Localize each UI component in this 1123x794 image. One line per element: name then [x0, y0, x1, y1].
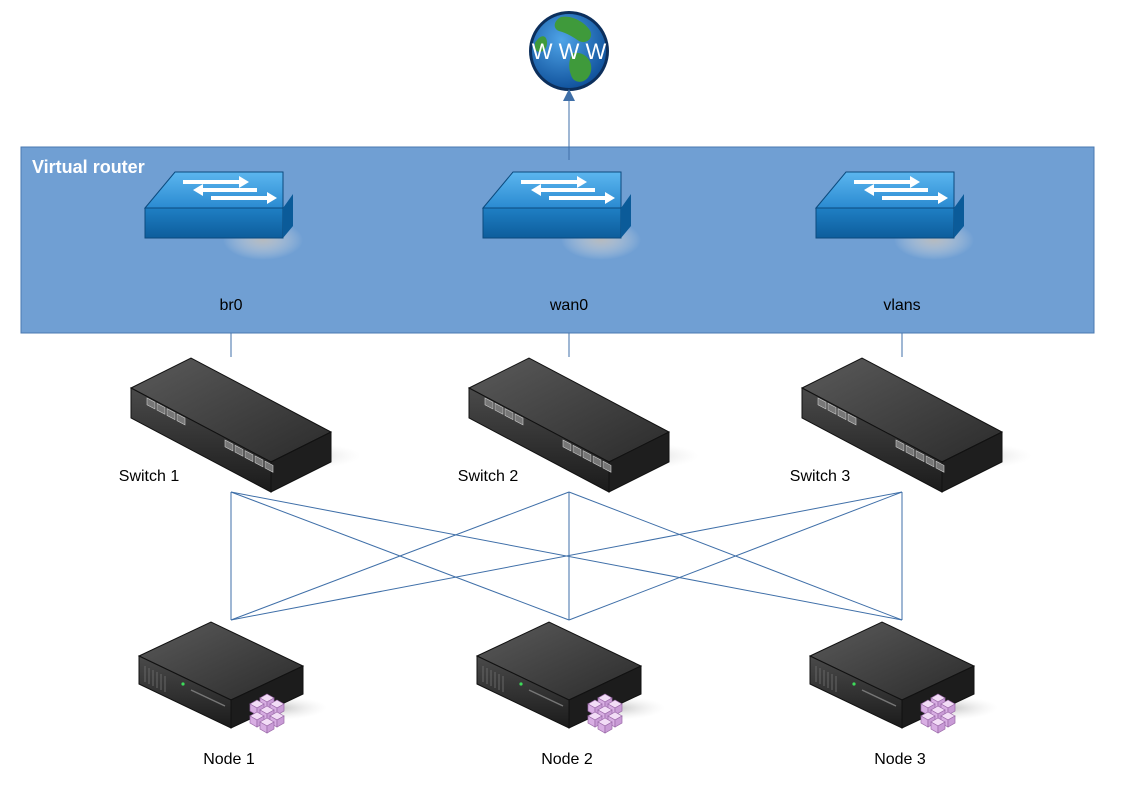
bridge-label: vlans: [883, 297, 920, 314]
bridge-switch-links: [230, 333, 903, 357]
rack-switch-icon: [800, 357, 1032, 493]
server-node-icon: [475, 621, 665, 729]
rack-switch-icon: [129, 357, 361, 493]
mesh-link: [230, 491, 903, 621]
l3-switch-icon: [143, 171, 303, 260]
switch-label: Switch 1: [119, 468, 180, 485]
switch-label: Switch 3: [790, 468, 851, 485]
bridge-label: wan0: [549, 297, 588, 314]
server-node-icon: [808, 621, 998, 729]
virtual-router-title: Virtual router: [32, 157, 145, 177]
switch-label: Switch 2: [458, 468, 519, 485]
bridge-label: br0: [219, 297, 242, 314]
l3-switch-icon: [481, 171, 641, 260]
bridge-vlans: vlans: [814, 171, 974, 314]
mesh-link: [230, 491, 570, 621]
rack-switch-icon: [467, 357, 699, 493]
node1: Node 1: [137, 621, 327, 768]
cube-cluster-icon: [920, 693, 956, 734]
node-label: Node 2: [541, 751, 593, 768]
switch1: Switch 1: [119, 357, 361, 493]
bridge-br0: br0: [143, 171, 303, 314]
cube-cluster-icon: [587, 693, 623, 734]
switch2: Switch 2: [458, 357, 699, 493]
www-label: W W W: [532, 39, 607, 64]
cube-cluster-icon: [249, 693, 285, 734]
node-label: Node 3: [874, 751, 926, 768]
node2: Node 2: [475, 621, 665, 768]
l3-switch-icon: [814, 171, 974, 260]
mesh-link: [568, 491, 903, 621]
bridge-wan0: wan0: [481, 171, 641, 314]
node3: Node 3: [808, 621, 998, 768]
switch3: Switch 3: [790, 357, 1032, 493]
switch-node-mesh: [230, 491, 903, 621]
node-label: Node 1: [203, 751, 255, 768]
www-globe-icon: W W W: [529, 11, 609, 91]
server-node-icon: [137, 621, 327, 729]
